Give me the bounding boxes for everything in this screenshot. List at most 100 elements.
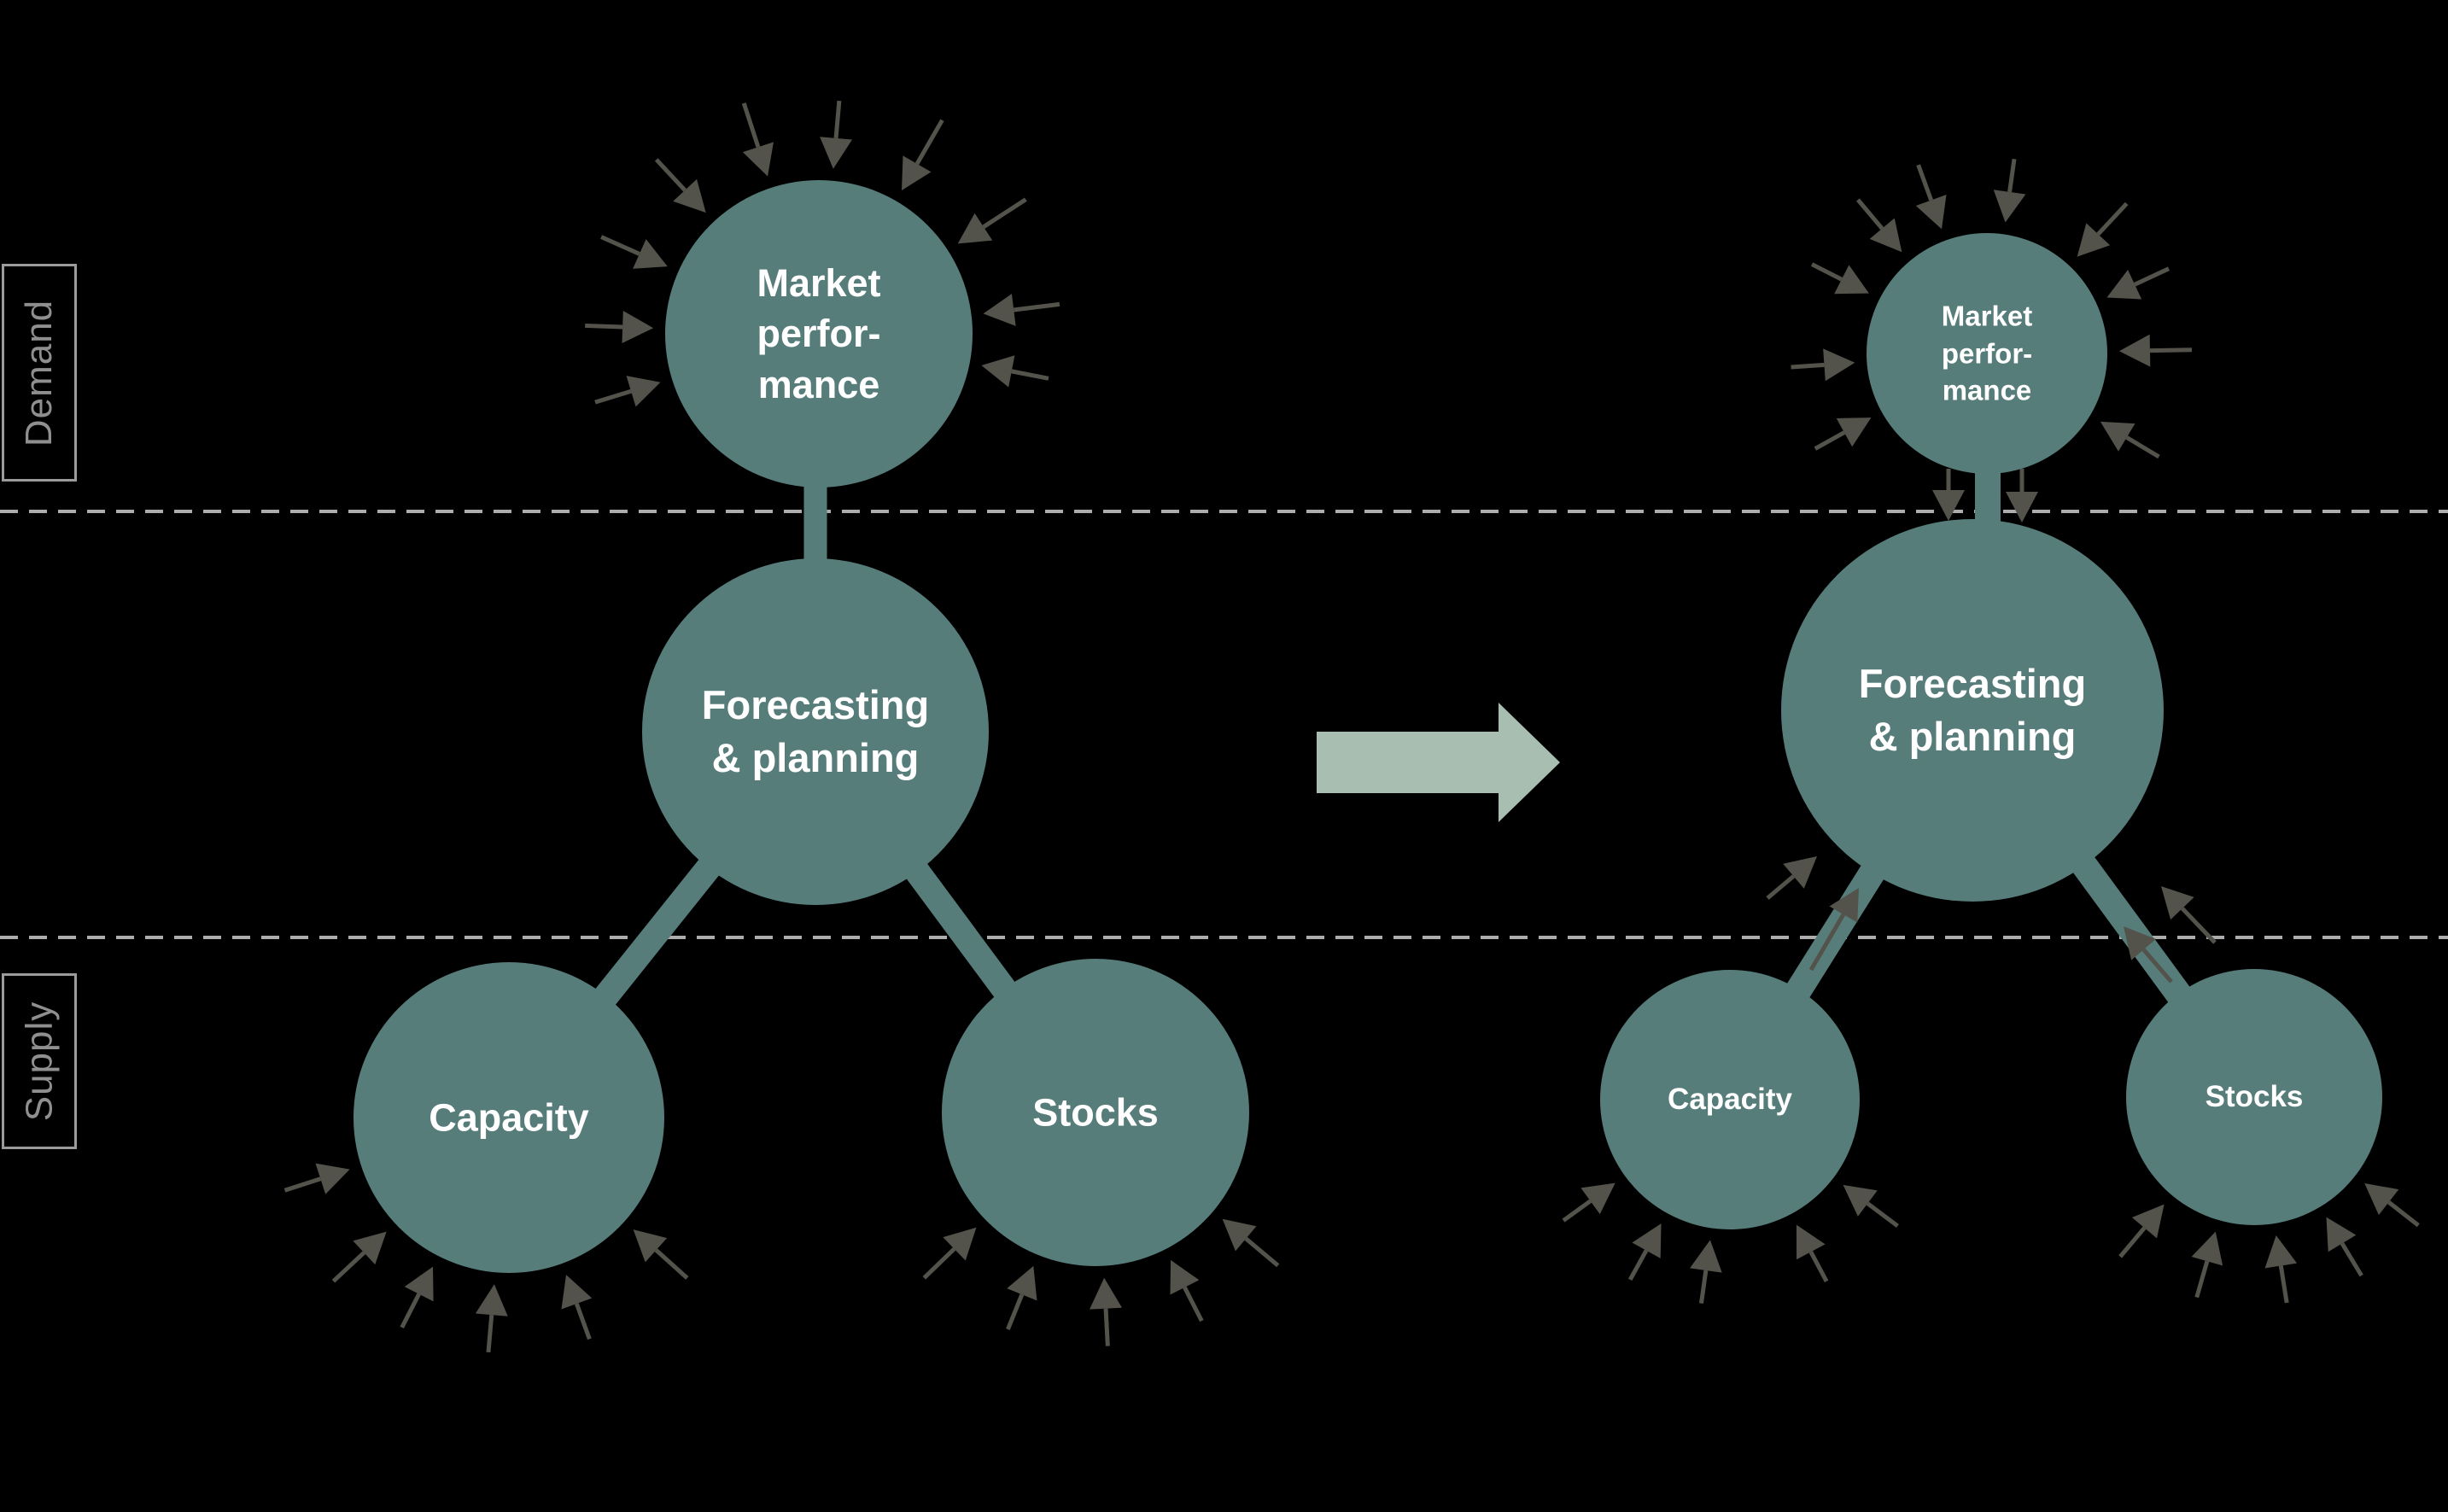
transform-arrow (1317, 703, 1560, 822)
circle-market-performance-before (665, 180, 973, 487)
circle-stocks-after (2126, 969, 2382, 1225)
inward-arrow-market-performance-after-8-shaft (2149, 347, 2193, 353)
inward-arrow-market-performance-after-0-shaft (1810, 262, 1843, 282)
special-arrow-stocks-into-forecasting-1-head (2124, 926, 2156, 960)
circle-market-performance-after (1867, 233, 2107, 474)
circle-label-forecasting-planning-before: Forecasting& planning (701, 681, 930, 780)
supply-band-label: Supply (18, 1001, 61, 1122)
inward-arrow-market-performance-before-5-head (820, 137, 852, 169)
inward-arrow-stocks-before-4-head (1222, 1218, 1257, 1252)
inward-arrow-stocks-after-2-shaft (2278, 1265, 2289, 1304)
circle-label-capacity-after: Capacity (1668, 1082, 1792, 1116)
inward-arrow-capacity-after-3-head (1796, 1224, 1826, 1260)
special-arrow-capacity-into-forecasting-2-shaft (1808, 913, 1846, 972)
inward-arrow-market-performance-after-6-shaft (2096, 201, 2129, 236)
inward-arrow-stocks-after-3-head (2326, 1217, 2357, 1252)
inward-arrow-market-performance-after-2-shaft (1814, 430, 1846, 451)
circle-capacity-after (1600, 970, 1860, 1229)
inward-arrow-stocks-before-0-head (943, 1227, 977, 1261)
circle-forecasting-planning-before (642, 558, 989, 905)
inward-arrow-market-performance-after-8-head (2118, 334, 2151, 367)
inward-arrow-capacity-before-5-shaft (654, 1248, 689, 1280)
inward-arrow-market-performance-before-9-shaft (1011, 369, 1049, 381)
inward-arrow-stocks-before-2-shaft (1103, 1308, 1110, 1346)
inward-arrow-capacity-before-3-head (475, 1284, 508, 1316)
inward-arrow-market-performance-before-8-head (983, 294, 1016, 326)
inward-arrow-market-performance-after-1-shaft (1791, 362, 1825, 370)
inward-arrow-stocks-before-1-head (1007, 1265, 1037, 1301)
circle-stocks-before (942, 959, 1249, 1266)
inward-arrow-capacity-after-3-shaft (1808, 1251, 1829, 1282)
inward-arrow-market-performance-after-0-head (1834, 265, 1869, 295)
inward-arrow-market-performance-before-1-head (622, 310, 654, 343)
inward-arrow-capacity-before-5-head (633, 1229, 668, 1263)
inward-arrow-capacity-after-4-head (1843, 1184, 1878, 1217)
inward-arrow-capacity-before-4-head (561, 1275, 593, 1310)
special-arrow-capacity-into-forecasting-1-head (1783, 856, 1817, 889)
inward-arrow-market-performance-after-3-head (1869, 218, 1902, 253)
special-arrow-demand-into-forecasting-1-head (1932, 490, 1965, 521)
inward-arrow-capacity-after-2-head (1690, 1240, 1722, 1273)
inward-arrow-capacity-after-2-shaft (1698, 1270, 1709, 1305)
inward-arrow-market-performance-after-7-shaft (2134, 266, 2170, 287)
inward-arrow-market-performance-after-2-head (1836, 417, 1872, 447)
inward-arrow-capacity-before-2-shaft (400, 1293, 421, 1329)
inward-arrow-market-performance-after-4-head (1915, 195, 1947, 230)
special-arrow-stocks-into-forecasting-2-shaft (2181, 907, 2217, 944)
inward-arrow-market-performance-before-7-shaft (982, 197, 1027, 229)
inward-arrow-market-performance-before-2-head (626, 376, 661, 407)
inward-arrow-market-performance-before-4-shaft (741, 102, 761, 149)
inward-arrow-market-performance-before-7-head (957, 213, 993, 244)
inward-arrow-stocks-before-4-shaft (1244, 1236, 1280, 1268)
inward-arrow-market-performance-before-2-shaft (594, 388, 632, 405)
inward-arrow-market-performance-before-9-head (981, 355, 1015, 388)
inward-arrow-capacity-after-1-head (1632, 1223, 1662, 1258)
special-arrow-capacity-into-forecasting-2-head (1829, 888, 1859, 923)
inward-arrow-market-performance-after-5-shaft (2007, 158, 2017, 193)
inward-arrow-market-performance-before-3-shaft (654, 158, 686, 192)
inward-arrow-stocks-after-0-shaft (2118, 1226, 2147, 1258)
special-arrow-stocks-into-forecasting-1-shaft (2141, 948, 2173, 984)
inward-arrow-stocks-after-2-head (2264, 1235, 2298, 1269)
inward-arrow-capacity-before-4-shaft (574, 1303, 592, 1340)
inward-arrow-market-performance-before-4-head (742, 142, 774, 177)
circle-label-capacity-before: Capacity (429, 1095, 589, 1140)
inward-arrow-capacity-before-1-shaft (331, 1251, 366, 1283)
demand-band-label: Demand (18, 299, 60, 447)
circle-label-stocks-after: Stocks (2205, 1079, 2304, 1113)
inward-arrow-capacity-before-0-head (315, 1163, 350, 1194)
inward-arrow-stocks-before-3-head (1170, 1259, 1200, 1295)
inward-arrow-market-performance-before-0-head (633, 239, 668, 269)
inward-arrow-market-performance-after-9-head (2100, 421, 2135, 452)
inward-arrow-capacity-before-0-shaft (283, 1176, 322, 1193)
inward-arrow-market-performance-before-8-shaft (1013, 301, 1060, 312)
circle-label-forecasting-planning-after: Forecasting& planning (1858, 660, 2087, 759)
inward-arrow-stocks-after-1-shaft (2194, 1260, 2210, 1299)
special-arrow-capacity-into-forecasting-1-shaft (1766, 874, 1796, 900)
inward-arrow-market-performance-before-6-head (902, 155, 932, 190)
inward-arrow-stocks-after-3-shaft (2340, 1242, 2363, 1277)
inward-arrow-stocks-before-1-shaft (1006, 1293, 1025, 1330)
inward-arrow-market-performance-after-7-head (2106, 270, 2142, 300)
inward-arrow-market-performance-before-5-shaft (833, 100, 842, 139)
circle-forecasting-planning-after (1781, 519, 2164, 902)
inward-arrow-stocks-after-4-shaft (2387, 1200, 2420, 1228)
circle-label-stocks-before: Stocks (1032, 1090, 1159, 1135)
inward-arrow-stocks-before-3-shaft (1183, 1286, 1204, 1322)
supply-band-box: Supply (2, 973, 77, 1149)
special-arrow-stocks-into-forecasting-2-head (2161, 886, 2194, 920)
inward-arrow-market-performance-after-9-shaft (2125, 435, 2160, 459)
inward-arrow-market-performance-after-1-head (1823, 348, 1855, 382)
inward-arrow-capacity-before-3-shaft (486, 1314, 494, 1353)
inward-arrow-stocks-before-0-shaft (922, 1246, 956, 1280)
demand-band-box: Demand (2, 264, 77, 482)
inward-arrow-capacity-after-4-shaft (1866, 1201, 1899, 1229)
special-arrow-demand-into-forecasting-2-head (2006, 492, 2038, 522)
inward-arrow-market-performance-after-5-head (1993, 190, 2026, 223)
inward-arrow-stocks-after-1-head (2191, 1231, 2223, 1266)
inward-arrow-market-performance-after-6-head (2077, 223, 2111, 257)
inward-arrow-market-performance-before-0-shaft (600, 235, 640, 256)
